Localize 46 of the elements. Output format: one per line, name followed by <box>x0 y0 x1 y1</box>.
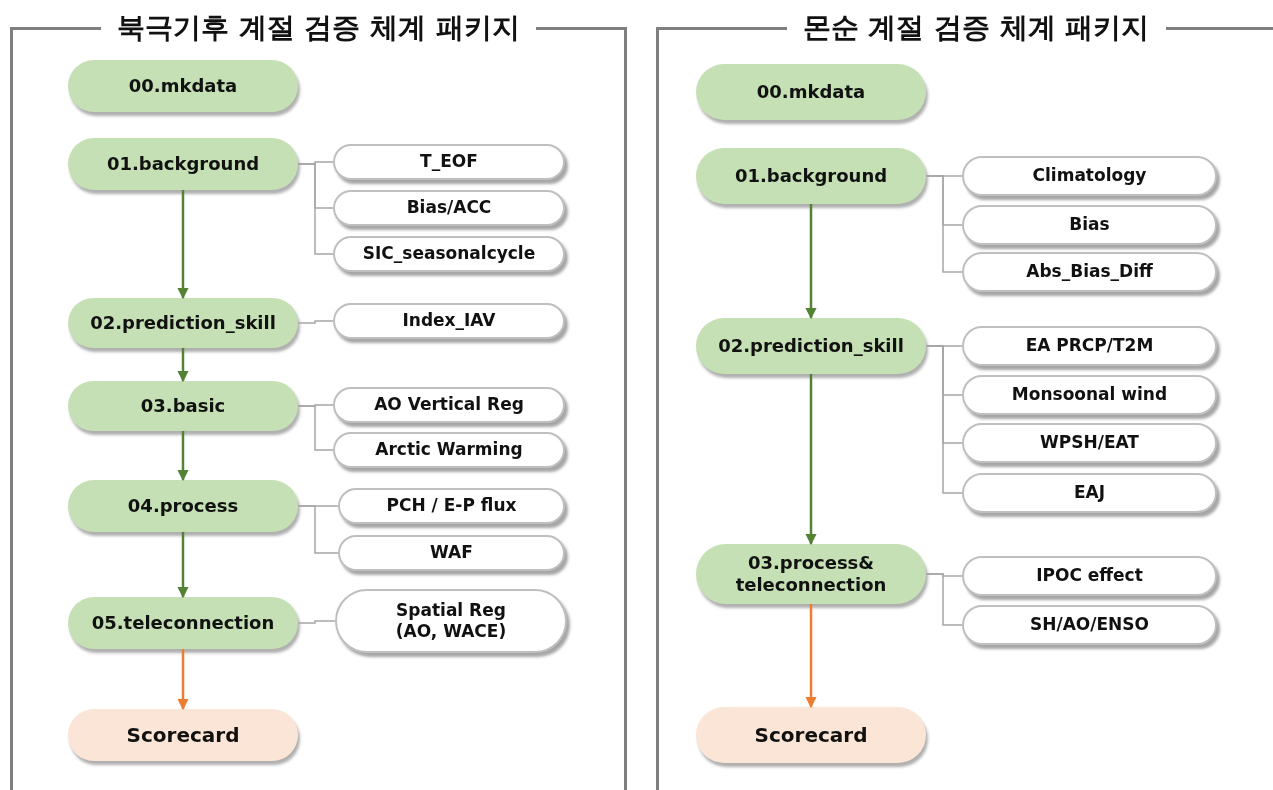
item-pill: EA PRCP/T2M <box>962 326 1217 366</box>
step-pill: 02.prediction_skill <box>696 318 926 374</box>
item-pill: Climatology <box>962 156 1217 196</box>
item-pill: Bias <box>962 205 1217 245</box>
connector-line <box>297 405 334 451</box>
connector-line <box>925 573 963 626</box>
arrow <box>805 204 817 320</box>
item-pill: EAJ <box>962 473 1217 513</box>
item-pill: IPOC effect <box>962 556 1217 596</box>
item-pill: SIC_seasonalcycle <box>333 236 565 272</box>
item-pill: Monsoonal wind <box>962 375 1217 415</box>
connector-line <box>297 620 336 624</box>
arrow <box>177 190 189 300</box>
arrow <box>805 374 817 546</box>
item-pill: PCH / E-P flux <box>338 488 565 524</box>
item-pill: AO Vertical Reg <box>333 387 565 423</box>
connector-line <box>297 320 334 324</box>
step-pill: 05.teleconnection <box>68 597 298 649</box>
item-pill: SH/AO/ENSO <box>962 605 1217 645</box>
item-pill: Index_IAV <box>333 303 565 339</box>
step-pill: 03.process& teleconnection <box>696 544 926 604</box>
item-pill: Arctic Warming <box>333 432 565 468</box>
connector-line <box>925 175 963 273</box>
step-pill: 01.background <box>68 138 298 190</box>
step-pill: 00.mkdata <box>68 60 298 112</box>
connector-line <box>297 505 339 554</box>
arrow <box>177 532 189 599</box>
item-pill: Spatial Reg (AO, WACE) <box>335 589 567 653</box>
step-pill: 04.process <box>68 480 298 532</box>
result-pill: Scorecard <box>696 707 926 763</box>
connector-line <box>297 163 334 255</box>
item-pill: T_EOF <box>333 144 565 180</box>
connector-line <box>925 345 963 494</box>
step-pill: 00.mkdata <box>696 64 926 120</box>
result-pill: Scorecard <box>68 709 298 761</box>
arrow <box>177 431 189 482</box>
item-pill: WAF <box>338 535 565 571</box>
item-pill: Bias/ACC <box>333 190 565 226</box>
arrow <box>177 348 189 383</box>
item-pill: Abs_Bias_Diff <box>962 252 1217 292</box>
item-pill: WPSH/EAT <box>962 423 1217 463</box>
arrow <box>177 649 189 711</box>
step-pill: 01.background <box>696 148 926 204</box>
step-pill: 03.basic <box>68 381 298 431</box>
step-pill: 02.prediction_skill <box>68 298 298 348</box>
arrow <box>805 604 817 709</box>
